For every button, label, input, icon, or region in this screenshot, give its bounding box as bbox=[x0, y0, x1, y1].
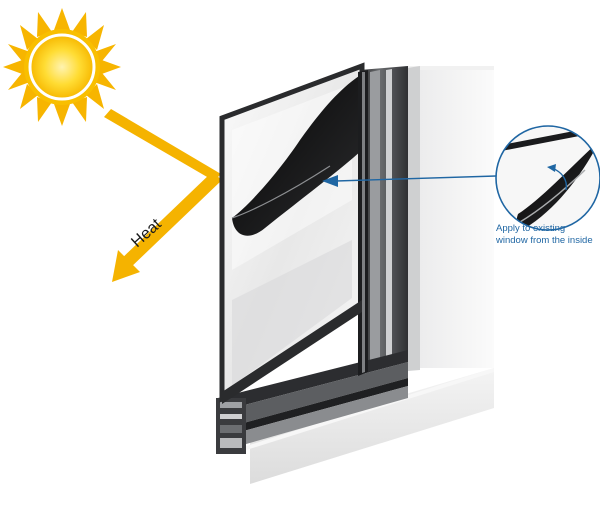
sill-top bbox=[240, 368, 494, 452]
window-sill bbox=[250, 368, 494, 484]
arrow-left-icon bbox=[322, 175, 497, 187]
callout-magnifier bbox=[495, 125, 600, 231]
back-wall bbox=[405, 66, 494, 368]
heat-arrow-icon bbox=[104, 109, 222, 282]
window-film-edge bbox=[231, 165, 331, 219]
callout-caption-line2: window from the inside bbox=[496, 235, 593, 246]
callout-caption-line1: Apply to existing bbox=[496, 223, 566, 234]
glass-shading bbox=[232, 240, 352, 386]
sun-icon bbox=[3, 8, 121, 126]
window-film-peel bbox=[232, 74, 362, 236]
glass-bottom-bar bbox=[222, 300, 362, 404]
wall-side bbox=[405, 66, 494, 70]
frame-stile-highlight bbox=[362, 72, 365, 373]
callout-caption: Apply to existing window from the inside bbox=[496, 223, 600, 247]
